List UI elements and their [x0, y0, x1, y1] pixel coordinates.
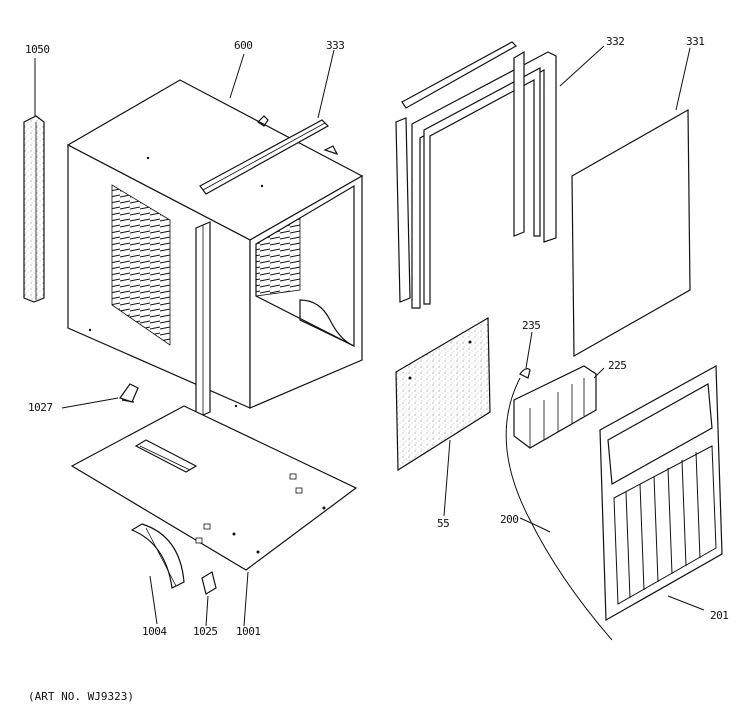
art-number: (ART NO. WJ9323) [28, 690, 134, 703]
callout-200: 200 [500, 513, 519, 526]
leader-lines [34, 45, 705, 641]
callout-55: 55 [437, 517, 450, 530]
rail-333 [199, 119, 329, 195]
callout-331: 331 [686, 35, 705, 48]
callout-201: 201 [710, 609, 729, 622]
bracket-1004 [130, 523, 185, 589]
callout-1001: 1001 [236, 625, 261, 638]
access-panel-55 [395, 316, 491, 472]
callout-225: 225 [608, 359, 627, 372]
callout-235: 235 [522, 319, 541, 332]
cabinet-600 [66, 79, 364, 419]
gasket-frame-332 [395, 41, 557, 309]
base-pan-1001 [70, 405, 358, 571]
callout-332: 332 [606, 35, 625, 48]
filter-panel-331 [571, 108, 691, 358]
bracket-1027 [119, 383, 139, 403]
callout-1004: 1004 [142, 625, 167, 638]
louver-assembly-225 [513, 365, 597, 449]
front-grille-201 [599, 365, 723, 622]
clip-1025 [201, 571, 217, 595]
callout-600: 600 [234, 39, 253, 52]
seal-strip-1050 [23, 115, 45, 303]
callout-1027: 1027 [28, 401, 53, 414]
part-235 [519, 368, 531, 379]
callout-333: 333 [326, 39, 345, 52]
callout-1050: 1050 [25, 43, 50, 56]
callout-1025: 1025 [193, 625, 218, 638]
